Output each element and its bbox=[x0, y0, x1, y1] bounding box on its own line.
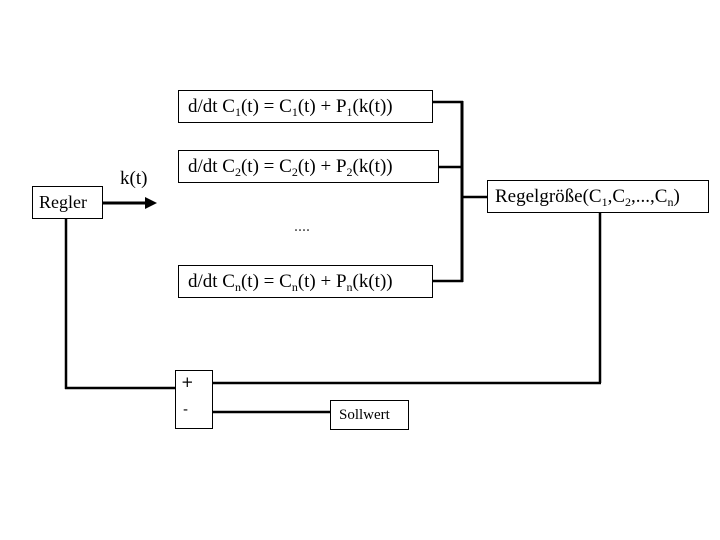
arrow-head-icon bbox=[145, 197, 157, 209]
controller-box: Regler bbox=[32, 186, 103, 219]
equation-text: d/dt C2(t) = C2(t) + P2(k(t)) bbox=[188, 155, 393, 179]
equation-text: d/dt C1(t) = C1(t) + P1(k(t)) bbox=[188, 95, 393, 119]
equation-box-2: d/dt C2(t) = C2(t) + P2(k(t)) bbox=[178, 150, 439, 183]
controlled-variable-text: Regelgröße(C1,C2,...,Cn) bbox=[495, 185, 680, 209]
plus-sign: + bbox=[181, 373, 194, 391]
controller-label: Regler bbox=[39, 192, 87, 212]
setpoint-box: Sollwert bbox=[330, 400, 409, 430]
setpoint-label: Sollwert bbox=[339, 406, 390, 423]
equation-box-1: d/dt C1(t) = C1(t) + P1(k(t)) bbox=[178, 90, 433, 123]
equation-box-n: d/dt Cn(t) = Cn(t) + Pn(k(t)) bbox=[178, 265, 433, 298]
controlled-variable-box: Regelgröße(C1,C2,...,Cn) bbox=[487, 180, 709, 213]
minus-sign: - bbox=[183, 402, 189, 418]
control-signal-label: k(t) bbox=[120, 168, 148, 189]
equation-text: d/dt Cn(t) = Cn(t) + Pn(k(t)) bbox=[188, 270, 393, 294]
summing-junction-box: + - bbox=[175, 370, 213, 429]
ellipsis-label: .... bbox=[294, 218, 310, 235]
